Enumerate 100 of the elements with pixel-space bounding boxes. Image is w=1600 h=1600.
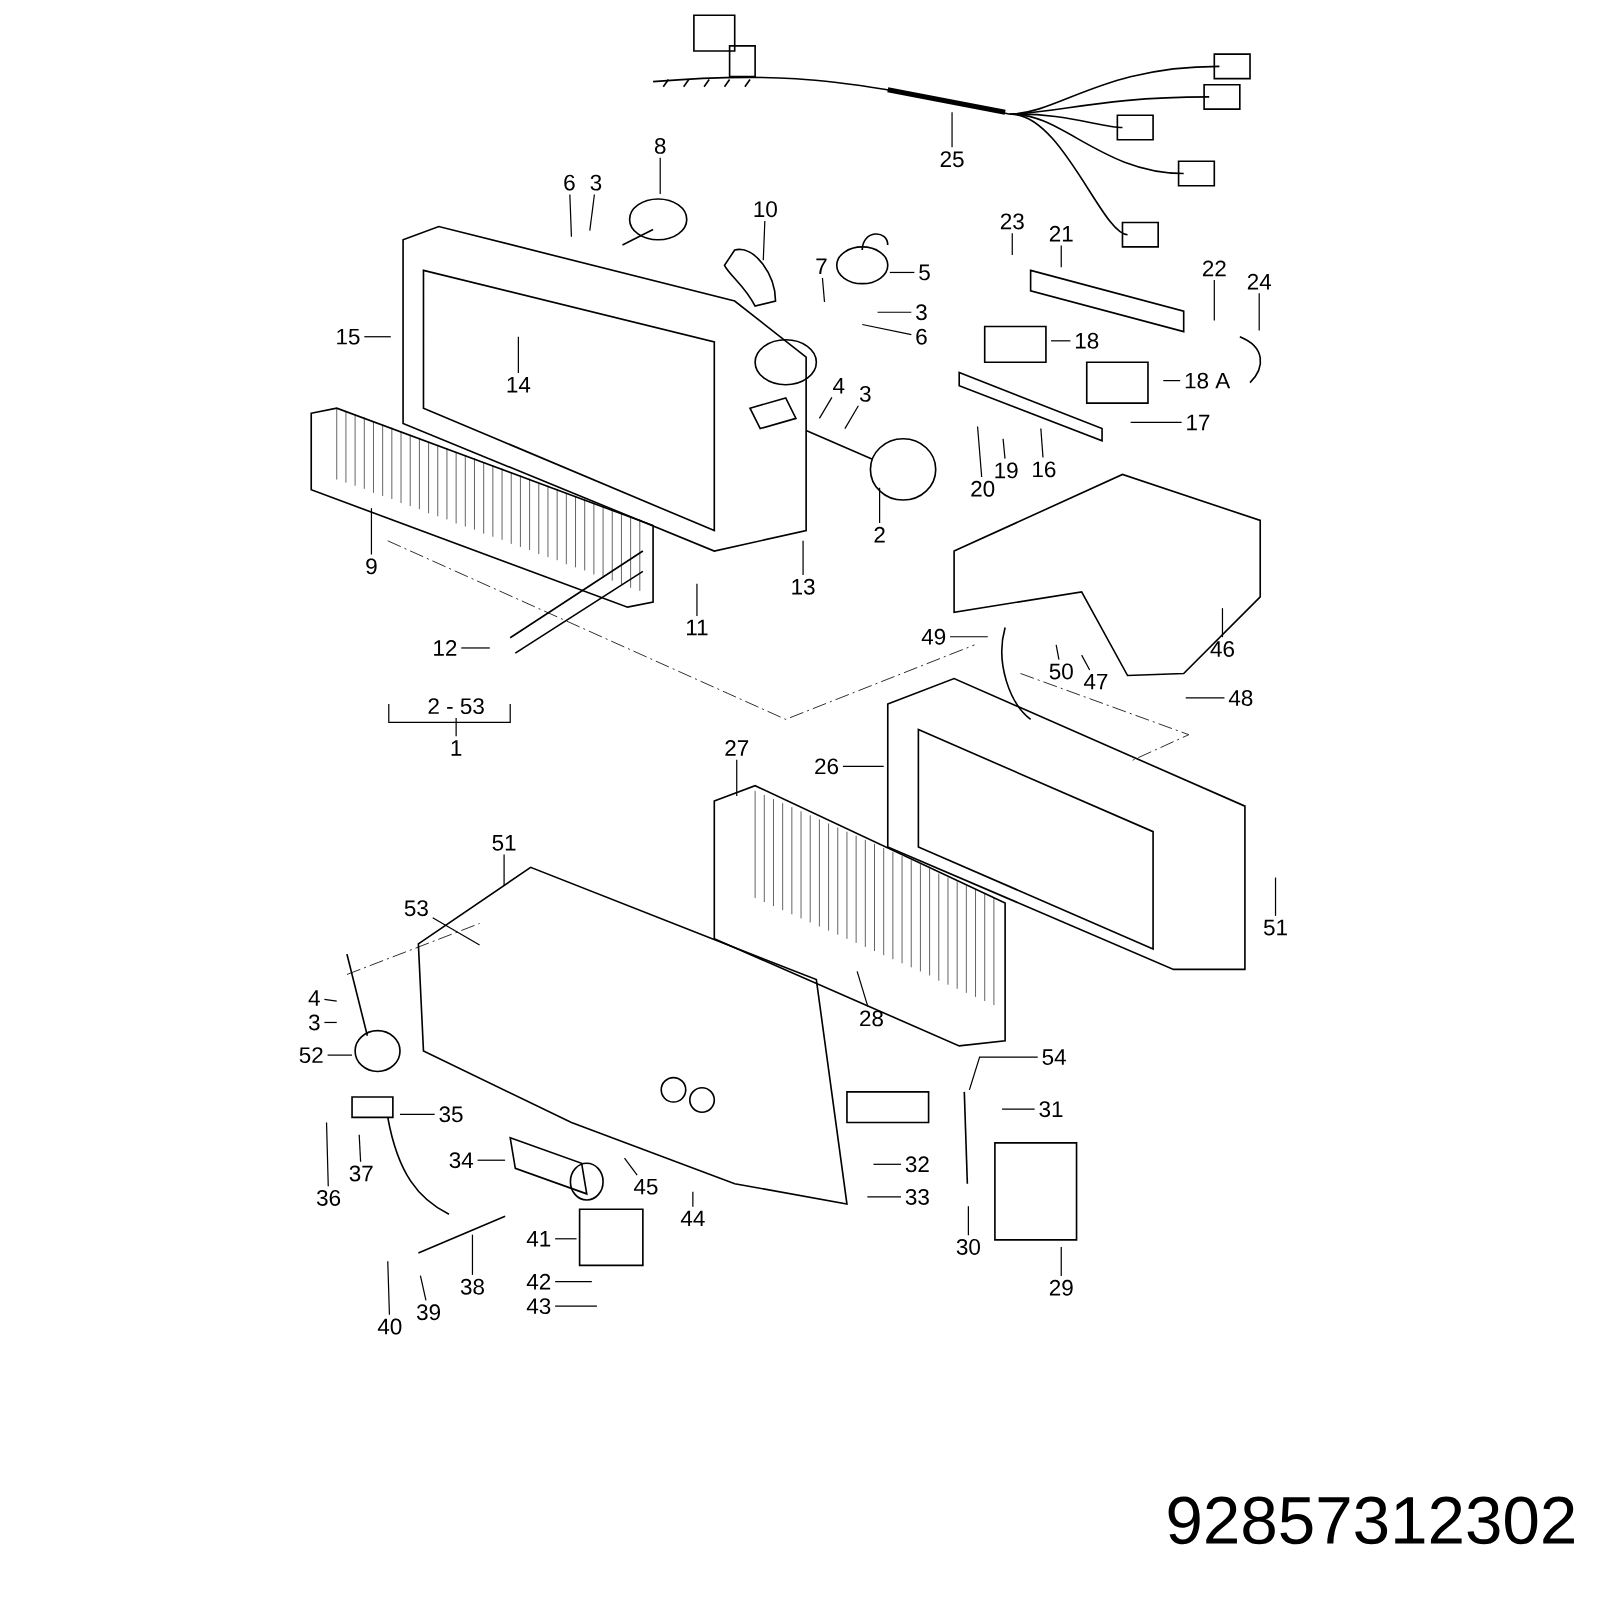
leader-line (326, 1054, 353, 1056)
leader-line (1258, 292, 1260, 332)
callout-number: 6 (564, 174, 575, 191)
leader-line (818, 396, 833, 419)
leader-line (399, 1113, 436, 1115)
leader-line (967, 1205, 969, 1236)
callout-number: 5 (919, 264, 930, 281)
leader-line (861, 323, 912, 336)
leader-line (1274, 876, 1277, 917)
callout-number: 38 (460, 1278, 484, 1295)
callout-number: 48 (1228, 690, 1253, 706)
part-number: 92857312302 (1168, 1496, 1574, 1545)
callout-number: 6 (916, 328, 927, 345)
leader-line (471, 1234, 474, 1276)
leader-line (370, 507, 373, 556)
callout-number: 29 (1049, 1279, 1073, 1296)
callout-number: 32 (905, 1156, 929, 1173)
leader-line (696, 583, 698, 617)
callout-number: 43 (526, 1298, 551, 1315)
leader-line (554, 1305, 598, 1307)
leader-line (554, 1281, 593, 1283)
callout-number: 4 (308, 990, 320, 1006)
leader-line (589, 193, 596, 232)
leader-line (802, 540, 804, 576)
callout-number: 42 (526, 1273, 551, 1290)
callout-number: 3 (916, 304, 927, 321)
leader-line (1050, 340, 1071, 342)
callout-number: 15 (337, 328, 360, 345)
callout-number: 49 (921, 628, 946, 645)
callout-number: 53 (404, 900, 428, 917)
callout-number: 33 (905, 1189, 929, 1205)
callout-number: 25 (940, 151, 964, 168)
leader-line (1002, 438, 1006, 460)
callout-number: 44 (680, 1210, 705, 1227)
leader-line (325, 1121, 329, 1187)
leader-line (1185, 697, 1226, 699)
leader-line (951, 111, 953, 148)
callout-number: 8 (654, 137, 666, 154)
leader-line (1011, 232, 1013, 256)
leader-line (659, 157, 661, 195)
callout-number: 51 (1263, 919, 1287, 936)
leader-line (842, 765, 885, 767)
callout-number: 51 (492, 835, 516, 851)
callout-number: 40 (377, 1318, 402, 1335)
callout-number: 11 (687, 619, 708, 636)
leader-line (976, 425, 983, 478)
callout-number: 7 (816, 258, 827, 275)
leader-line (866, 1196, 902, 1198)
callout-number: 18 (1076, 332, 1099, 349)
leader-line (1060, 244, 1062, 268)
leader-line (503, 853, 505, 887)
callout-number: 9 (366, 558, 377, 575)
callout-number: 18 A (1185, 372, 1231, 389)
leader-line (1162, 380, 1181, 382)
leader-line (821, 277, 826, 303)
leader-line (569, 193, 573, 238)
leader-line (554, 1238, 578, 1240)
leader-line (1060, 1246, 1062, 1277)
callout-number: 34 (449, 1152, 474, 1169)
leader-line (476, 1159, 506, 1161)
leader-line (1213, 279, 1215, 322)
callout-number: 21 (1049, 225, 1073, 242)
callout-number: 3 (308, 1014, 320, 1031)
leader-line (1130, 421, 1183, 424)
callout-number: 45 (633, 1178, 658, 1195)
leader-line (844, 405, 859, 430)
callout-number: 36 (316, 1190, 341, 1206)
leader-line (460, 647, 491, 649)
callout-number: 35 (439, 1106, 463, 1123)
callout-number: 54 (1042, 1049, 1066, 1065)
callout-number: 37 (349, 1165, 373, 1182)
callout-number: 3 (590, 174, 602, 191)
callout-number: 20 (971, 480, 995, 497)
callout-number: 28 (860, 1010, 883, 1027)
leader-line (692, 1191, 694, 1208)
leader-line (949, 636, 989, 638)
callout-number: 14 (507, 377, 531, 393)
callout-number: 23 (1000, 213, 1024, 230)
leader-line (455, 717, 457, 737)
callout-number: 19 (995, 462, 1018, 479)
leader-line (736, 759, 738, 797)
leader-line (1221, 607, 1224, 638)
callout-number: 39 (416, 1304, 440, 1321)
leader-line (419, 1274, 427, 1302)
leader-line (623, 1157, 638, 1176)
leader-line (323, 998, 338, 1002)
callout-number: 4 (833, 378, 845, 394)
callout-number: 24 (1247, 273, 1271, 290)
leader-line (872, 1163, 902, 1165)
leader-line (358, 1134, 362, 1163)
callout-number: 52 (299, 1047, 323, 1064)
leader-line (856, 970, 869, 1008)
callout-number: 16 (1033, 461, 1056, 478)
leader-line (876, 311, 912, 313)
leader-line (323, 1021, 338, 1024)
callout-number: 1 (451, 740, 462, 756)
callout-number: 27 (725, 740, 749, 756)
leader-line (517, 336, 519, 374)
callout-number: 3 (859, 385, 871, 402)
callout-number: 13 (792, 578, 815, 595)
